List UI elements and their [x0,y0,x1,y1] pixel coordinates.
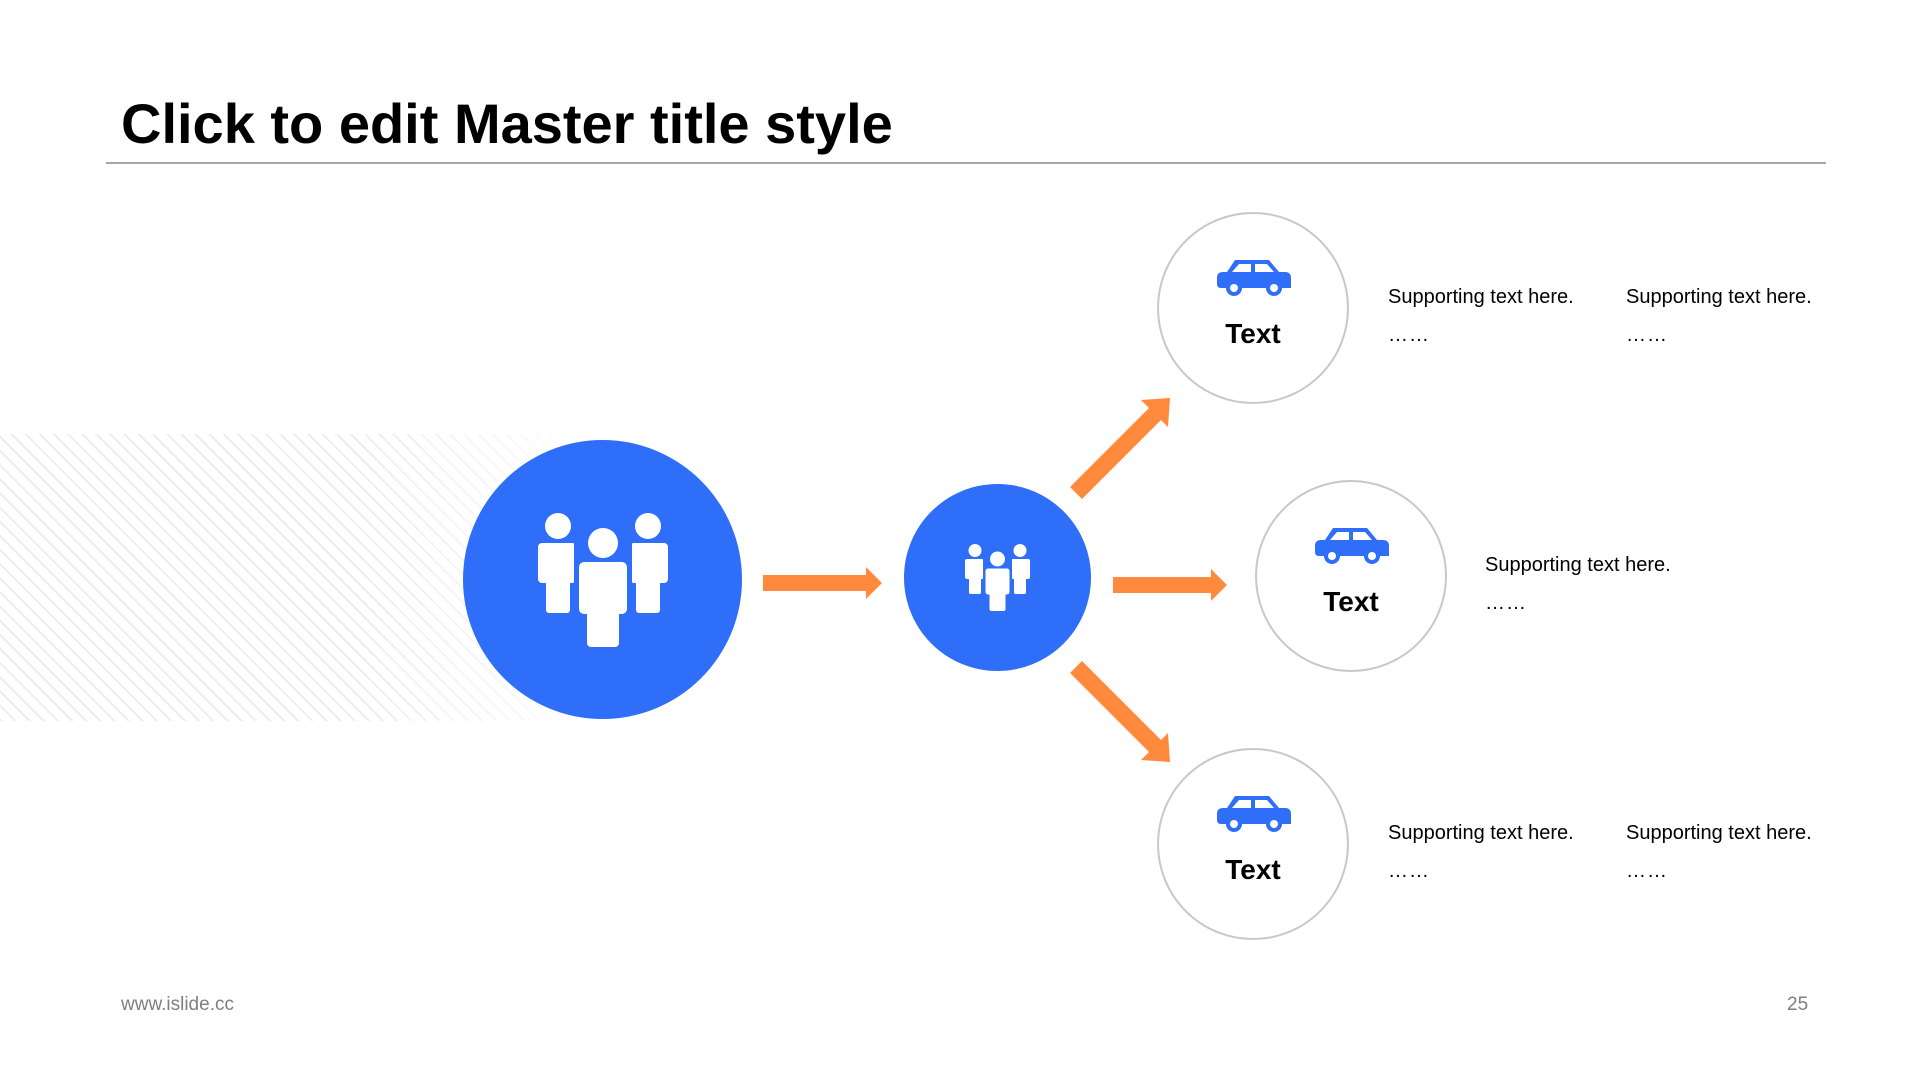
supporting-text: Supporting text here. [1388,286,1574,308]
supporting-ellipsis: …… [1626,324,1668,346]
supporting-ellipsis: …… [1485,592,1527,614]
supporting-text: Supporting text here. [1626,822,1812,844]
slide-title: Click to edit Master title style [121,92,893,155]
supporting-text-2a: Supporting text here. …… [1485,553,1715,615]
supporting-text: Supporting text here. [1485,554,1671,576]
node-3: Text [1157,748,1349,940]
arrow-hub-to-node-1 [1070,398,1170,499]
arrow-source-to-hub [763,567,882,599]
node-label: Text [1225,854,1281,885]
people-group-icon [537,512,668,647]
supporting-ellipsis: …… [1388,860,1430,882]
car-icon [1217,796,1291,832]
hub-circle [904,484,1091,671]
supporting-text-1a: Supporting text here. …… [1388,285,1618,347]
supporting-ellipsis: …… [1388,324,1430,346]
node-1: Text [1157,212,1349,404]
supporting-text-3a: Supporting text here. …… [1388,821,1618,883]
car-icon [1315,528,1389,564]
supporting-text-1b: Supporting text here. …… [1626,285,1856,347]
page-number: 25 [1787,994,1809,1015]
node-label: Text [1323,586,1379,617]
footer-url: www.islide.cc [121,994,234,1015]
supporting-text: Supporting text here. [1388,822,1574,844]
supporting-text-3b: Supporting text here. …… [1626,821,1856,883]
supporting-ellipsis: …… [1626,860,1668,882]
people-group-icon [965,544,1030,611]
node-2: Text [1255,480,1447,672]
title-rule [106,162,1826,164]
car-icon [1217,260,1291,296]
supporting-text: Supporting text here. [1626,286,1812,308]
arrow-hub-to-node-2 [1113,569,1227,601]
source-circle [463,440,742,719]
arrow-hub-to-node-3 [1070,661,1170,762]
node-label: Text [1225,318,1281,349]
